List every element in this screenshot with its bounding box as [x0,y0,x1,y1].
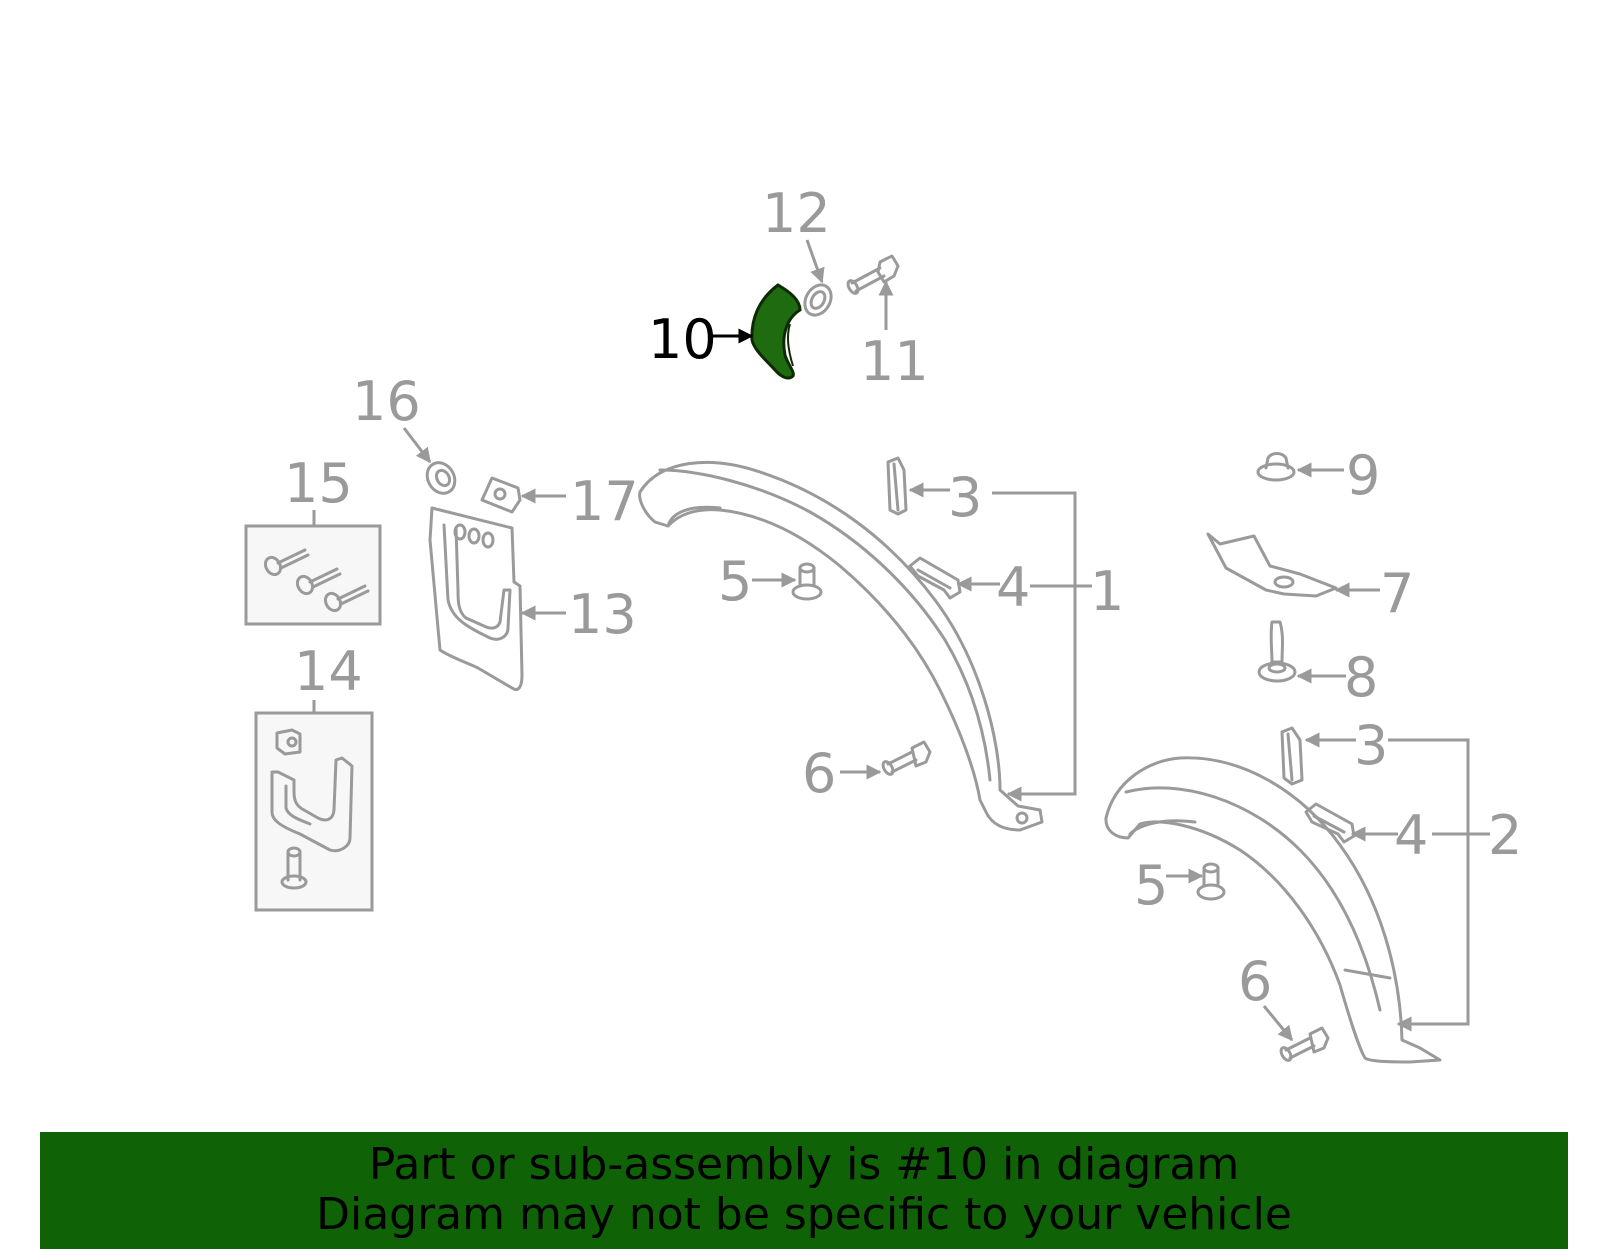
footer-notice: Part or sub-assembly is #10 in diagram D… [40,1132,1568,1249]
part-4-clip-upper[interactable] [908,556,962,600]
callout-6b[interactable]: 6 [1238,950,1272,1013]
part-12-nut[interactable] [800,280,837,320]
callout-15[interactable]: 15 [284,452,353,515]
part-3-retainer-upper[interactable] [886,456,908,516]
part-6-screw-lower[interactable] [1279,1026,1330,1062]
callout-17[interactable]: 17 [570,470,639,533]
part-8-stud[interactable] [1257,620,1297,683]
part-11-bolt[interactable] [846,254,900,295]
callout-3b[interactable]: 3 [1354,714,1388,777]
callout-16[interactable]: 16 [352,370,421,433]
callout-4b[interactable]: 4 [1394,804,1428,867]
callout-2[interactable]: 2 [1488,804,1522,867]
kit-15-box[interactable] [244,524,382,626]
part-1-wheel-flare[interactable] [638,461,1044,832]
footer-banner [40,1132,1568,1249]
callout-6a[interactable]: 6 [802,742,836,805]
part-6-screw-upper[interactable] [881,740,932,776]
leader-6b [1262,1005,1294,1042]
bracket-1 [992,491,1077,802]
part-9-grommet[interactable] [1256,452,1296,482]
callout-7[interactable]: 7 [1380,562,1414,625]
callout-11[interactable]: 11 [860,330,929,393]
part-16-nut[interactable] [422,458,461,499]
part-17-clip[interactable] [480,476,522,514]
callout-12[interactable]: 12 [762,182,831,245]
part-7-bracket[interactable] [1206,532,1338,598]
callout-5a[interactable]: 5 [718,550,752,613]
callout-10[interactable]: 10 [648,308,717,371]
footer-line-2: Diagram may not be specific to your vehi… [316,1189,1292,1240]
callout-1[interactable]: 1 [1090,560,1124,623]
callout-5b[interactable]: 5 [1134,854,1168,917]
leader-12 [805,239,825,284]
kit-14-box[interactable] [254,711,374,912]
leader-16 [402,427,432,464]
callout-9[interactable]: 9 [1346,444,1380,507]
part-4-clip-lower[interactable] [1304,802,1356,844]
part-5-pin-upper[interactable] [791,562,823,601]
part-13-mudflap[interactable] [428,506,524,691]
callout-13[interactable]: 13 [568,583,637,646]
part-3-retainer-lower[interactable] [1280,726,1304,786]
bracket-2 [1388,738,1470,1032]
part-10-highlighted[interactable] [750,283,802,380]
callout-14[interactable]: 14 [294,640,363,703]
part-5-pin-lower[interactable] [1196,862,1226,901]
callout-3a[interactable]: 3 [948,466,982,529]
callout-8[interactable]: 8 [1344,646,1378,709]
callout-4a[interactable]: 4 [996,556,1030,619]
part-2-wheel-flare[interactable] [1104,756,1442,1064]
footer-line-1: Part or sub-assembly is #10 in diagram [368,1139,1240,1190]
